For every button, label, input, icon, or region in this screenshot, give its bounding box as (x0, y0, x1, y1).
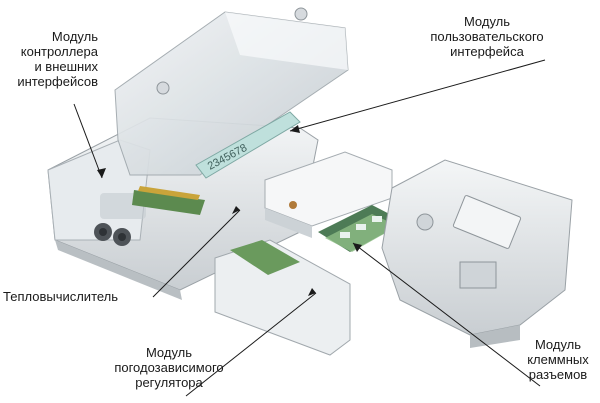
label-controller-line-2: контроллера (6, 44, 98, 59)
label-weather-line-3: регулятора (108, 375, 230, 390)
label-heat-line-1: Тепловычислитель (3, 289, 118, 304)
label-controller-line-3: и внешних (6, 59, 98, 74)
lower-tray (215, 240, 350, 355)
label-weather-line-2: погодозависимого (108, 360, 230, 375)
label-ui-line-3: интерфейса (412, 44, 562, 59)
label-controller-line-4: интерфейсов (6, 74, 98, 89)
label-terminal-line-1: Модуль (518, 337, 598, 352)
right-cover (382, 160, 572, 348)
label-controller-module: Модуль контроллера и внешних интерфейсов (6, 29, 98, 89)
label-ui-line-2: пользовательского (412, 29, 562, 44)
label-terminal-line-3: разъемов (518, 367, 598, 382)
label-user-interface-module: Модуль пользовательского интерфейса (412, 14, 562, 59)
label-weather-regulator-module: Модуль погодозависимого регулятора (108, 345, 230, 390)
label-weather-line-1: Модуль (108, 345, 230, 360)
label-ui-line-1: Модуль (412, 14, 562, 29)
label-terminal-line-2: клеммных (518, 352, 598, 367)
label-heat-calculator: Тепловычислитель (3, 289, 118, 304)
label-terminal-module: Модуль клеммных разъемов (518, 337, 598, 382)
label-controller-line-1: Модуль (6, 29, 98, 44)
